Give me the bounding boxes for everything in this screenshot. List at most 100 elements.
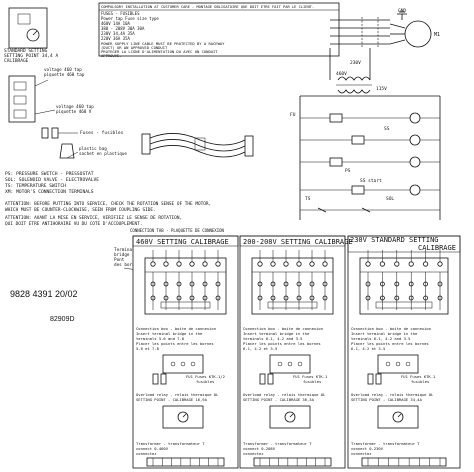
overload-relay-icon <box>162 405 204 429</box>
terminal-pin <box>394 295 400 301</box>
connection-box-icon <box>162 354 204 374</box>
piquette-460-tap: piquette 460 tap <box>44 72 85 77</box>
legend-xm: XM: MOTOR'S CONNECTION TERMINALS <box>5 189 94 195</box>
bridge-label: bridge <box>114 252 130 258</box>
p1-tr3: connectez <box>243 451 264 456</box>
p2-ov2: SETTING POINT - CALIBRAGE 34,4A <box>351 397 423 402</box>
p0-fusibles: fusibles <box>196 379 214 384</box>
sachet-label: sachet en plastique <box>79 151 127 156</box>
transformer-icon <box>337 76 371 81</box>
fuse-row-4: 220V 36A 35A <box>101 36 130 41</box>
p0-cb4: Placer les points entre les bornes <box>136 341 214 346</box>
legend-ps: PS: PRESSURE SWITCH - PRESSOSTAT <box>5 171 94 177</box>
ss-start-label: SS start <box>360 178 382 184</box>
panel-230v <box>347 235 461 469</box>
terminal-pin <box>176 295 182 301</box>
p0-fuses: FU1 Fuses KTK-1/2 <box>186 374 225 379</box>
motor-icon <box>404 20 432 48</box>
fuse-icon <box>367 373 374 385</box>
fuse-icon <box>152 373 159 385</box>
fuse-icon <box>259 373 266 385</box>
note-4: APPROUVE. <box>101 53 122 58</box>
overload-relay-icon <box>269 405 311 429</box>
des-bornes-label: des bornes <box>114 262 140 268</box>
mini-diagrams-208v <box>253 354 332 467</box>
overload-relay-icon <box>377 405 419 429</box>
terminal-pin <box>408 295 414 301</box>
p2-cb4: Placer les points entre les bornes <box>351 341 429 346</box>
p2-fusibles: fusibles <box>411 379 429 384</box>
fuse-icon <box>160 373 167 385</box>
p2-ov1: Overload relay - relais thermique OL <box>351 392 434 397</box>
terminal-pin <box>437 281 443 287</box>
p2-tr2: connect 0-230V <box>351 446 384 451</box>
connection-box-icon <box>377 354 419 374</box>
voltage-460-tap: voltage 460 tap <box>44 67 82 72</box>
v115-label: 115V <box>376 86 387 92</box>
panel-460v-title: 460V SETTING CALIBRAGE <box>136 238 229 246</box>
power-row: Power tap Fuse size type <box>101 16 159 21</box>
fuse-row-2: 380 - 208V 30A 30A <box>101 26 145 31</box>
terminal-pin <box>309 295 315 301</box>
terminal-block-230v <box>359 250 449 315</box>
terminal-pin <box>270 295 276 301</box>
attention-4: QUI DOIT ETRE ANTIHORAIRE VU DU COTE D'A… <box>5 221 142 227</box>
transformer-terminal-icon <box>253 457 332 467</box>
p0-tr3: connectez <box>136 451 157 456</box>
connection-box-icon <box>269 354 311 374</box>
terminal-pin <box>202 281 208 287</box>
fuse-icon <box>267 373 274 385</box>
piquette-460-v: piquette 460 V <box>56 109 92 114</box>
terminal-pin <box>394 281 400 287</box>
terminal-pin <box>257 295 263 301</box>
standard-setting-label: STANDARD SETTING <box>4 48 48 54</box>
ts-label: TS <box>305 196 311 202</box>
mini-diagrams-460v <box>146 354 225 467</box>
note-1: POWER SUPPLY LINE CABLE MUST BE PROTECTE… <box>101 41 225 46</box>
p1-fusibles: fusibles <box>303 379 321 384</box>
p2-cb5: 6-1, 4-2 et 3-5 <box>351 346 385 351</box>
terminal-bridge <box>267 301 318 309</box>
terminal-pin <box>408 281 414 287</box>
p1-cb3: terminals 6-1, 4-2 and 3-5 <box>243 336 302 341</box>
p1-ov1: Overload relay - relais thermique OL <box>243 392 326 397</box>
plastic-bag-icon <box>59 143 79 159</box>
cable-harness <box>141 133 254 158</box>
p0-cb5: 5-6 et 7-8 <box>136 346 160 351</box>
attention-3: ATTENTION: AVANT LA MISE EN SERVICE, VER… <box>5 215 182 221</box>
terminal-pin <box>257 281 263 287</box>
voltage-460-tap-2: voltage 460 tap <box>56 104 94 109</box>
terminal-pin <box>437 295 443 301</box>
sol-label: SOL <box>386 196 394 202</box>
p2-fuses: FU1 Fuses KTK-1 <box>401 374 436 379</box>
connection-tab-head: CONNECTION TAB - PLAQUETTE DE CONNEXION <box>130 228 225 233</box>
panel-208v-title: 200-208V SETTING CALIBRAGE <box>243 238 353 246</box>
p1-ov2: SETTING POINT - CALIBRAGE 36,3A <box>243 397 315 402</box>
pont-label: Pont <box>114 257 125 263</box>
plastic-bag-label: plastic bag <box>79 146 107 151</box>
p0-tr1: Transformer - transformateur T <box>136 441 205 446</box>
panel-230v-subtitle: CALIBRAGE <box>418 244 456 252</box>
terminal-pin <box>215 281 221 287</box>
compulsory-box <box>98 2 340 57</box>
fuses-label: Fuses - fusibles <box>80 130 124 136</box>
note-3: PROTEGER LA LIGNE D'ALIMENTATION DU AVEC… <box>101 49 218 54</box>
document-code: 9828 4391 20/02 <box>10 289 78 299</box>
ps-label: PS <box>345 168 351 174</box>
terminal-pin <box>283 281 289 287</box>
attention-2: WHICH MUST BE COUNTER-CLOCKWISE, SEEN FR… <box>5 207 156 213</box>
legend-sol: SOL: SOLENOID VALVE - ELECTROVALVE <box>5 177 99 183</box>
motor-label: M1 <box>434 32 440 38</box>
terminal-pin <box>270 281 276 287</box>
attention-1: ATTENTION: BEFORE PUTTING INTO SERVICE, … <box>5 201 211 207</box>
terminal-pin <box>202 295 208 301</box>
fuses-head: FUSES - FUSIBLES <box>101 11 140 16</box>
fu-label: FU <box>290 112 296 118</box>
terminal-pin <box>296 295 302 301</box>
terminal-pin <box>163 281 169 287</box>
p1-tr1: Transformer - transformateur T <box>243 441 312 446</box>
p0-tr2: connect 0-460V <box>136 446 169 451</box>
p1-fuses: FU1 Fuses KTK-1 <box>293 374 328 379</box>
setting-point-label: SETTING POINT 34,4 A <box>4 53 58 59</box>
